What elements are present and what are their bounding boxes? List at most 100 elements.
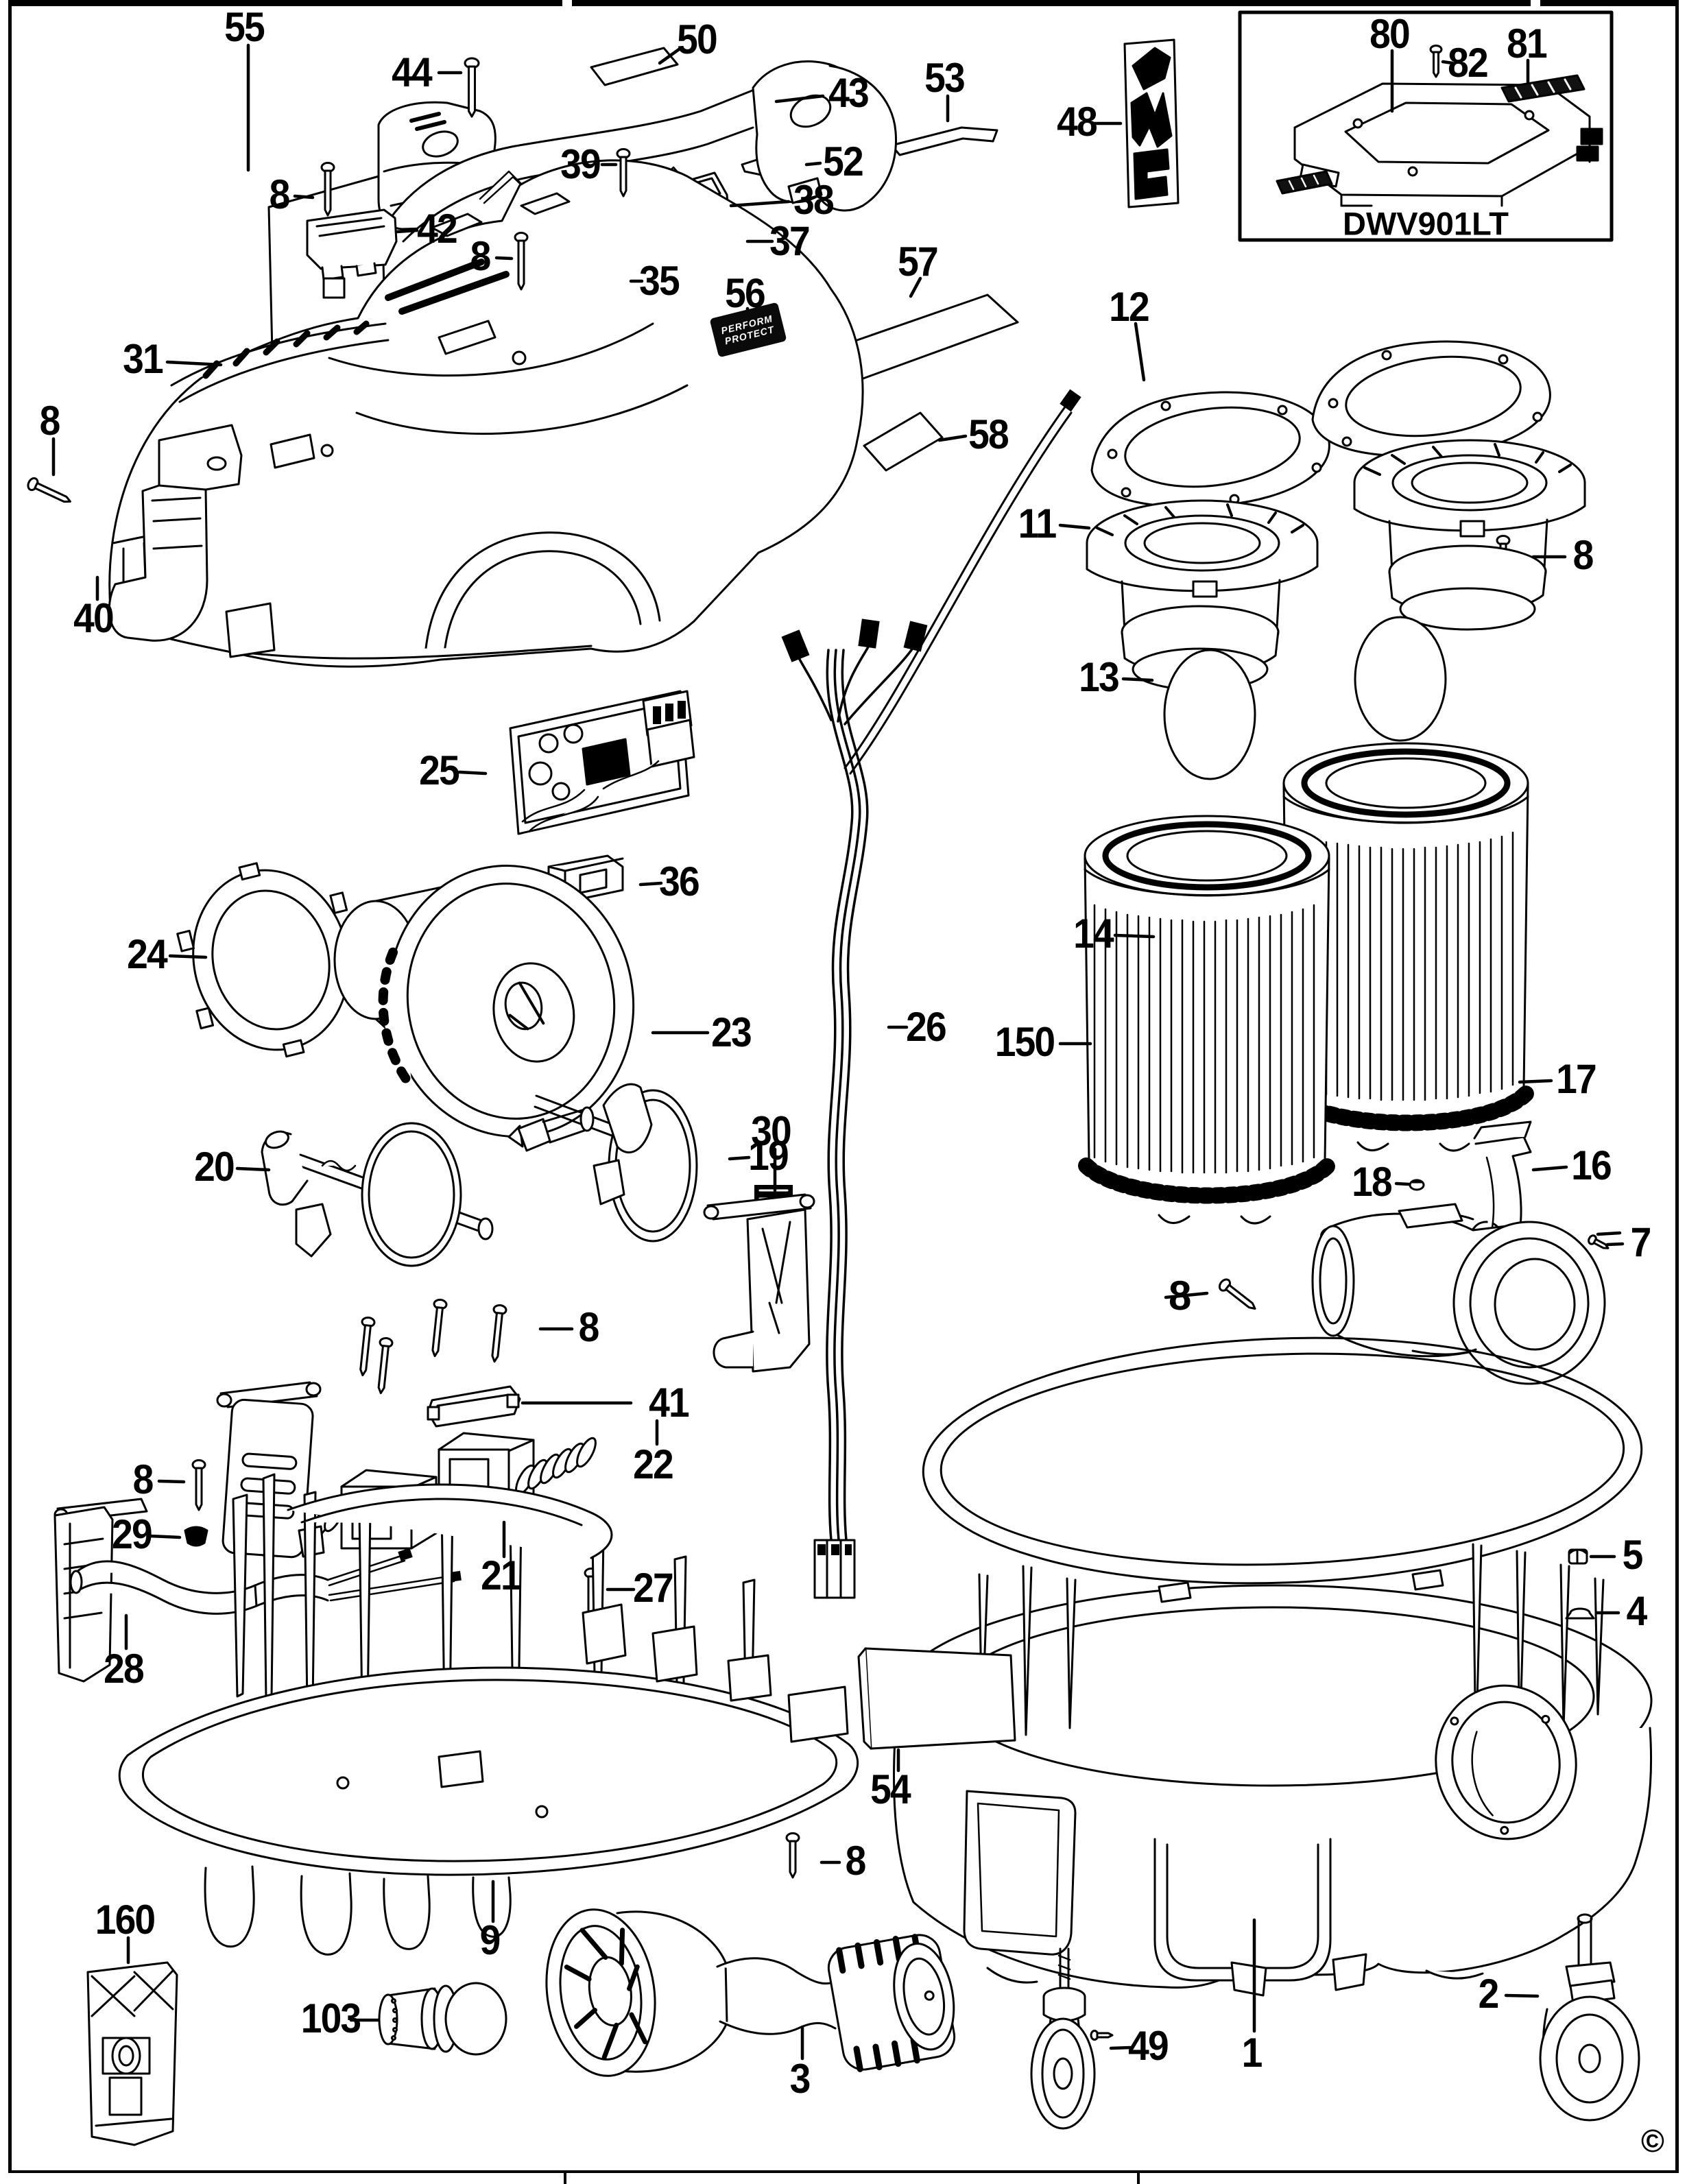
- leader-lines: [51, 43, 1625, 2061]
- part-20-valve-lever: [261, 1122, 494, 1267]
- part-24-motor-ring: [176, 862, 368, 1058]
- part-10-tank-seal: [922, 1336, 1643, 1585]
- part-label-42-9: 42: [417, 206, 458, 252]
- copyright-mark: ©: [1641, 2123, 1664, 2159]
- part-label-22-43: 22: [633, 1441, 674, 1487]
- part-30-latch-bracket: [703, 1193, 815, 1373]
- part-label-58-15: 58: [968, 411, 1009, 457]
- part-23-motor: [333, 865, 635, 1138]
- part-9-base-plate: [118, 1473, 859, 1956]
- part-label-14-27: 14: [1073, 911, 1114, 957]
- part-label-8-53: 8: [845, 1838, 867, 1884]
- part-49-caster-brake: [1030, 1947, 1096, 2130]
- part-label-8-40: 8: [578, 1304, 600, 1350]
- part-label-41-41: 41: [649, 1380, 690, 1426]
- part-label-24-31: 24: [127, 931, 168, 977]
- part-31-head-cover: [108, 159, 864, 668]
- part-label-28-48: 28: [104, 1646, 145, 1692]
- inset-box: [1238, 10, 1614, 242]
- part-label-8-46: 8: [132, 1456, 154, 1502]
- part-43-handle: [377, 60, 898, 243]
- part-label-57-14: 57: [898, 239, 939, 285]
- part-label-16-35: 16: [1571, 1142, 1612, 1188]
- part-50-sticker: [590, 47, 679, 86]
- part-82-screw: [1429, 45, 1443, 78]
- part-label-8-10: 8: [470, 233, 492, 279]
- part-label-38-7: 38: [793, 177, 835, 223]
- part-54-tank-label: [857, 1647, 1016, 1750]
- part-label-55-0: 55: [224, 4, 265, 50]
- part-label-18-36: 18: [1352, 1159, 1393, 1205]
- part-label-52-5: 52: [823, 139, 864, 184]
- part-label-50-2: 50: [677, 16, 718, 62]
- part-label-36-29: 36: [659, 859, 700, 904]
- part-label-21-44: 21: [481, 1552, 522, 1598]
- part-29-clip: [184, 1526, 208, 1547]
- part-4-clip: [1565, 1607, 1595, 1620]
- part-label-150-30: 150: [994, 1019, 1055, 1065]
- part-label-9-52: 9: [479, 1917, 501, 1963]
- part-label-27-45: 27: [633, 1565, 674, 1611]
- part-13-floats: [1163, 616, 1447, 780]
- part-label-19-39: 19: [748, 1133, 789, 1179]
- part-42-switch: [306, 208, 398, 299]
- part-label-31-24: 31: [123, 336, 164, 382]
- part-label-8-elbow: 8: [1169, 1273, 1191, 1319]
- part-label-29-47: 29: [112, 1511, 153, 1557]
- part-label-43-3: 43: [828, 70, 870, 116]
- part-81-strip: [1276, 74, 1586, 195]
- part-3-hose-connector: [545, 1908, 956, 2077]
- part-150-filters: [1078, 742, 1535, 1225]
- part-label-54-51: 54: [870, 1766, 911, 1812]
- part-160-accessory-holder: [86, 1961, 178, 2146]
- part-label-44-1: 44: [392, 49, 433, 95]
- inset-model-label: DWV901LT: [1343, 205, 1509, 242]
- part-label-81-19: 81: [1507, 21, 1548, 67]
- part-53-sticker: [890, 126, 998, 156]
- part-label-39-6: 39: [560, 141, 601, 187]
- part-label-3-56: 3: [789, 2056, 811, 2102]
- part-label-5-49: 5: [1622, 1532, 1644, 1578]
- part-41-bar: [427, 1385, 521, 1428]
- page-border: [8, 0, 1679, 2184]
- part-label-12-20: 12: [1109, 284, 1150, 330]
- part-label-53-4: 53: [924, 55, 966, 101]
- part-6-inlet-elbow: [1311, 1203, 1606, 1385]
- part-label-49-57: 49: [1128, 2023, 1169, 2069]
- part-1-tank: [857, 1543, 1653, 1997]
- part-40-bracket: [108, 424, 276, 658]
- part-80-adapter-plate: [1293, 82, 1603, 207]
- part-label-48-16: 48: [1057, 99, 1098, 145]
- part-label-103-55: 103: [300, 1995, 361, 2041]
- part-18-nut: [1409, 1179, 1425, 1191]
- part-label-37-12: 37: [769, 218, 811, 264]
- part-48-logo-sticker: [1123, 38, 1180, 208]
- part-label-13-23: 13: [1079, 654, 1120, 700]
- part-label-35-11: 35: [639, 258, 680, 304]
- part-label-160-54: 160: [95, 1897, 156, 1943]
- part-label-40-26: 40: [73, 595, 115, 641]
- part-2-caster: [1539, 1913, 1640, 2122]
- part-label-23-32: 23: [711, 1009, 752, 1055]
- part-label-25-28: 25: [419, 747, 460, 793]
- part-label-30-42: 30: [751, 1108, 792, 1154]
- part-19-valve-lever: [507, 1083, 698, 1243]
- part-label-2-59: 2: [1478, 1971, 1500, 2017]
- part-label-8-22: 8: [1572, 532, 1594, 578]
- part-label-17-34: 17: [1556, 1056, 1597, 1102]
- part-label-1-58: 1: [1241, 2030, 1263, 2076]
- part-label-11-21: 11: [1018, 501, 1057, 547]
- part-label-20-38: 20: [194, 1144, 235, 1190]
- part-label-8-25: 8: [39, 398, 61, 444]
- part-5-nut: [1568, 1548, 1588, 1565]
- part-label-80-17: 80: [1369, 11, 1411, 57]
- part-58-sticker: [863, 411, 944, 472]
- part-label-8-8: 8: [269, 171, 291, 217]
- part-label-7-37: 7: [1630, 1219, 1652, 1265]
- part-label-82-18: 82: [1448, 40, 1489, 86]
- part-26-wire-harness: [754, 389, 1081, 1599]
- part-label-26-33: 26: [906, 1004, 947, 1050]
- part-12-gaskets: [1090, 340, 1551, 508]
